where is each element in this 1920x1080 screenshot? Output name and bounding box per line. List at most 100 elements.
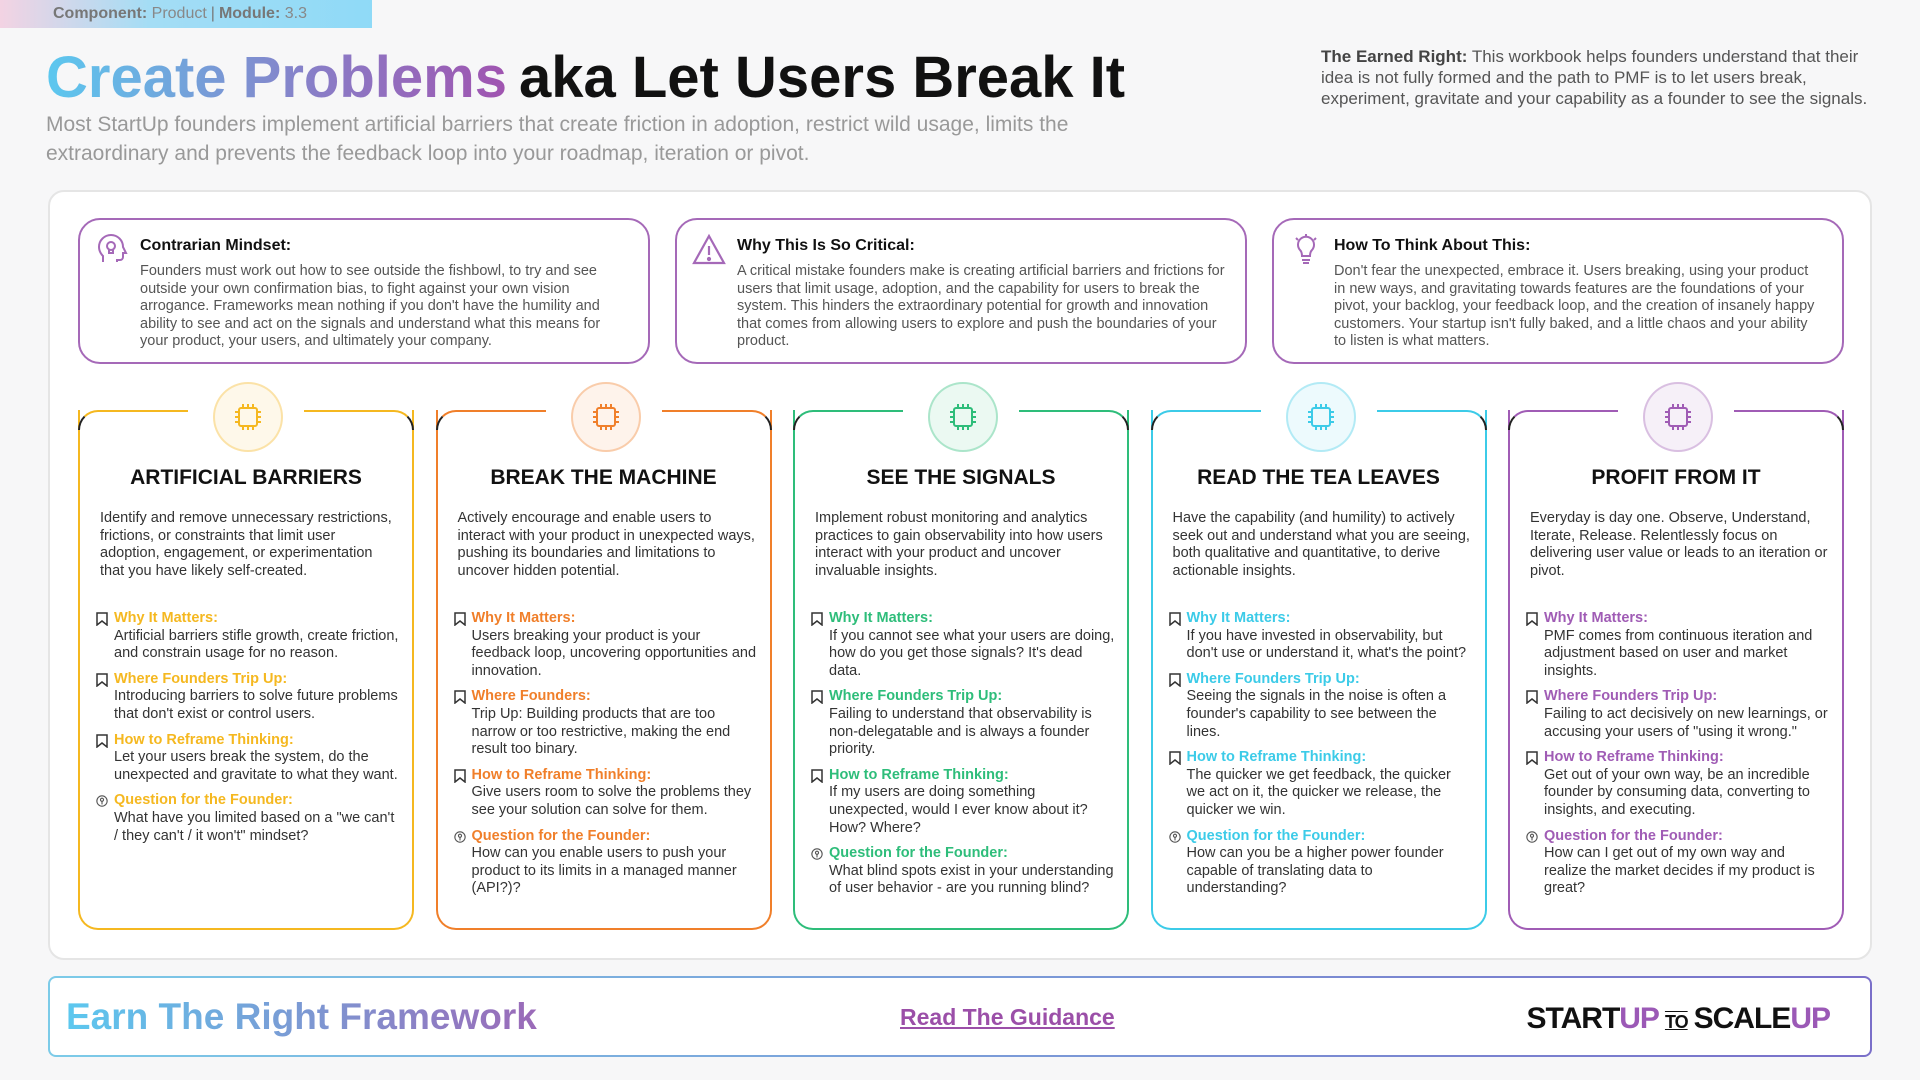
section-label: Question for the Founder: <box>1186 827 1366 844</box>
read-guidance-link[interactable]: Read The Guidance <box>900 1004 1115 1030</box>
module-label: Module: <box>218 5 281 22</box>
pillar-card: READ THE TEA LEAVES Have the capability (… <box>1150 382 1487 930</box>
bookmark-icon <box>1526 612 1538 626</box>
section-text: How can you enable users to push your pr… <box>471 845 737 897</box>
head-lightbulb-icon <box>94 232 130 268</box>
earned-right-text: The Earned Right: This workbook helps fo… <box>1321 46 1876 109</box>
section-text: How can I get out of my own way and real… <box>1544 845 1815 897</box>
pillar-section: Why It Matters:PMF comes from continuous… <box>1526 610 1830 680</box>
pillar-section: Question for the Founder:How can you ena… <box>453 828 758 898</box>
pillar-section: How to Reframe Thinking:The quicker we g… <box>1168 749 1473 819</box>
pillar-section: Question for the Founder:What blind spot… <box>811 845 1115 898</box>
pillar-description: Implement robust monitoring and analytic… <box>815 510 1103 579</box>
section-text: If my users are doing something unexpect… <box>829 784 1088 836</box>
section-label: Why It Matters: <box>471 610 576 626</box>
section-label: Question for the Founder: <box>114 792 293 809</box>
info-box: Why This Is So Critical: A critical mista… <box>675 218 1247 364</box>
warning-triangle-icon <box>691 232 727 268</box>
card-border <box>304 410 414 430</box>
pillar-section: Why It Matters:Users breaking your produ… <box>453 610 758 680</box>
card-border <box>1019 410 1129 430</box>
section-text: What blind spots exist in your understan… <box>829 862 1114 897</box>
card-border <box>661 410 772 430</box>
section-text: Failing to understand that observability… <box>829 705 1092 758</box>
section-text: How can you be a higher power founder ca… <box>1186 845 1444 897</box>
section-text: If you cannot see what your users are do… <box>829 627 1115 679</box>
info-box-title: Why This Is So Critical: <box>737 237 915 254</box>
pillar-section: How to Reframe Thinking:Give users room … <box>453 766 758 820</box>
bookmark-icon <box>1526 690 1538 705</box>
divider: | <box>210 5 215 22</box>
bookmark-icon <box>453 690 466 705</box>
module-tag: Component: Product|Module: 3.3 <box>0 0 372 28</box>
pillar-description: Everyday is day one. Observe, Understand… <box>1530 510 1828 579</box>
pillar-section: Where Founders Trip Up:Introducing barri… <box>96 671 400 724</box>
keyhole-icon <box>453 830 466 843</box>
card-border <box>1376 410 1487 430</box>
page-subtitle: Most StartUp founders implement artifici… <box>46 113 1069 165</box>
bookmark-icon <box>811 769 823 783</box>
section-label: How to Reframe Thinking: <box>471 766 652 783</box>
pillar-description: Actively encourage and enable users to i… <box>457 510 755 579</box>
bookmark-icon <box>453 612 466 626</box>
section-label: How to Reframe Thinking: <box>1186 749 1367 766</box>
section-label: How to Reframe Thinking: <box>829 766 1009 783</box>
pillar-section: Why It Matters:If you cannot see what yo… <box>811 610 1115 680</box>
pillar-section: Question for the Founder:How can I get o… <box>1526 828 1830 898</box>
pillar-description: Have the capability (and humility) to ac… <box>1172 510 1470 579</box>
bookmark-icon <box>1526 751 1538 766</box>
earned-right-body: This workbook helps founders understand … <box>1321 47 1868 108</box>
lightbulb-icon <box>1288 232 1324 268</box>
pillar-card: PROFIT FROM IT Everyday is day one. Obser… <box>1508 382 1844 930</box>
bookmark-icon <box>811 612 823 626</box>
section-text: If you have invested in observability, b… <box>1186 627 1467 662</box>
framework-panel: Contrarian Mindset: Founders must work ou… <box>48 190 1872 960</box>
section-text: Let your users break the system, do the … <box>114 749 398 783</box>
module-value: 3.3 <box>284 5 307 22</box>
leaf-icon <box>1285 382 1356 452</box>
section-text: Get out of your own way, be an incredibl… <box>1544 766 1810 818</box>
component-value: Product <box>151 5 207 22</box>
pillar-section: How to Reframe Thinking:Let your users b… <box>96 732 400 785</box>
pillar-section: Question for the Founder:How can you be … <box>1168 827 1473 898</box>
card-border <box>1508 410 1618 430</box>
info-box-text: Founders must work out how to see outsid… <box>140 263 601 350</box>
card-border <box>1734 410 1844 430</box>
pillar-title: READ THE TEA LEAVES <box>1197 466 1440 489</box>
ai-chip-icon <box>213 382 283 452</box>
section-text: Give users room to solve the problems th… <box>471 784 752 818</box>
pillar-section: Where Founders Trip Up:Seeing the signal… <box>1168 671 1473 741</box>
info-box-text: Don't fear the unexpected, embrace it. U… <box>1334 263 1815 350</box>
pillar-title: PROFIT FROM IT <box>1591 466 1761 489</box>
pillar-section: How to Reframe Thinking:If my users are … <box>811 767 1115 837</box>
info-box-title: How To Think About This: <box>1334 237 1531 254</box>
section-label: Where Founders: <box>471 688 591 705</box>
keyhole-icon <box>1526 830 1538 843</box>
pillar-title: BREAK THE MACHINE <box>490 466 717 489</box>
section-label: How to Reframe Thinking: <box>114 731 294 748</box>
title-rest: aka Let Users Break It <box>518 45 1126 110</box>
section-text: The quicker we get feedback, the quicker… <box>1186 766 1451 818</box>
section-text: Failing to act decisively on new learnin… <box>1544 705 1828 740</box>
info-box-text: A critical mistake founders make is crea… <box>737 263 1225 350</box>
card-border <box>78 410 188 430</box>
info-box-title: Contrarian Mindset: <box>140 237 292 254</box>
bookmark-icon <box>1168 751 1181 766</box>
pillar-card: BREAK THE MACHINE Actively encourage and … <box>435 382 772 930</box>
section-text: Users breaking your product is your feed… <box>471 627 757 679</box>
section-label: Why It Matters: <box>114 610 218 626</box>
house-dollar-icon <box>1643 382 1713 452</box>
section-text: Artificial barriers stifle growth, creat… <box>114 627 399 662</box>
title-highlight: Create Problems <box>46 45 507 110</box>
bookmark-icon <box>811 690 823 705</box>
section-label: Where Founders Trip Up: <box>114 670 288 687</box>
pillar-section: How to Reframe Thinking:Get out of your … <box>1526 749 1830 819</box>
signal-antenna-icon <box>928 382 998 452</box>
section-text: Trip Up: Building products that are too … <box>471 705 731 758</box>
pillar-title: ARTIFICIAL BARRIERS <box>130 466 362 489</box>
pillar-section: Question for the Founder:What have you l… <box>96 792 400 845</box>
bookmark-icon <box>1168 612 1181 626</box>
